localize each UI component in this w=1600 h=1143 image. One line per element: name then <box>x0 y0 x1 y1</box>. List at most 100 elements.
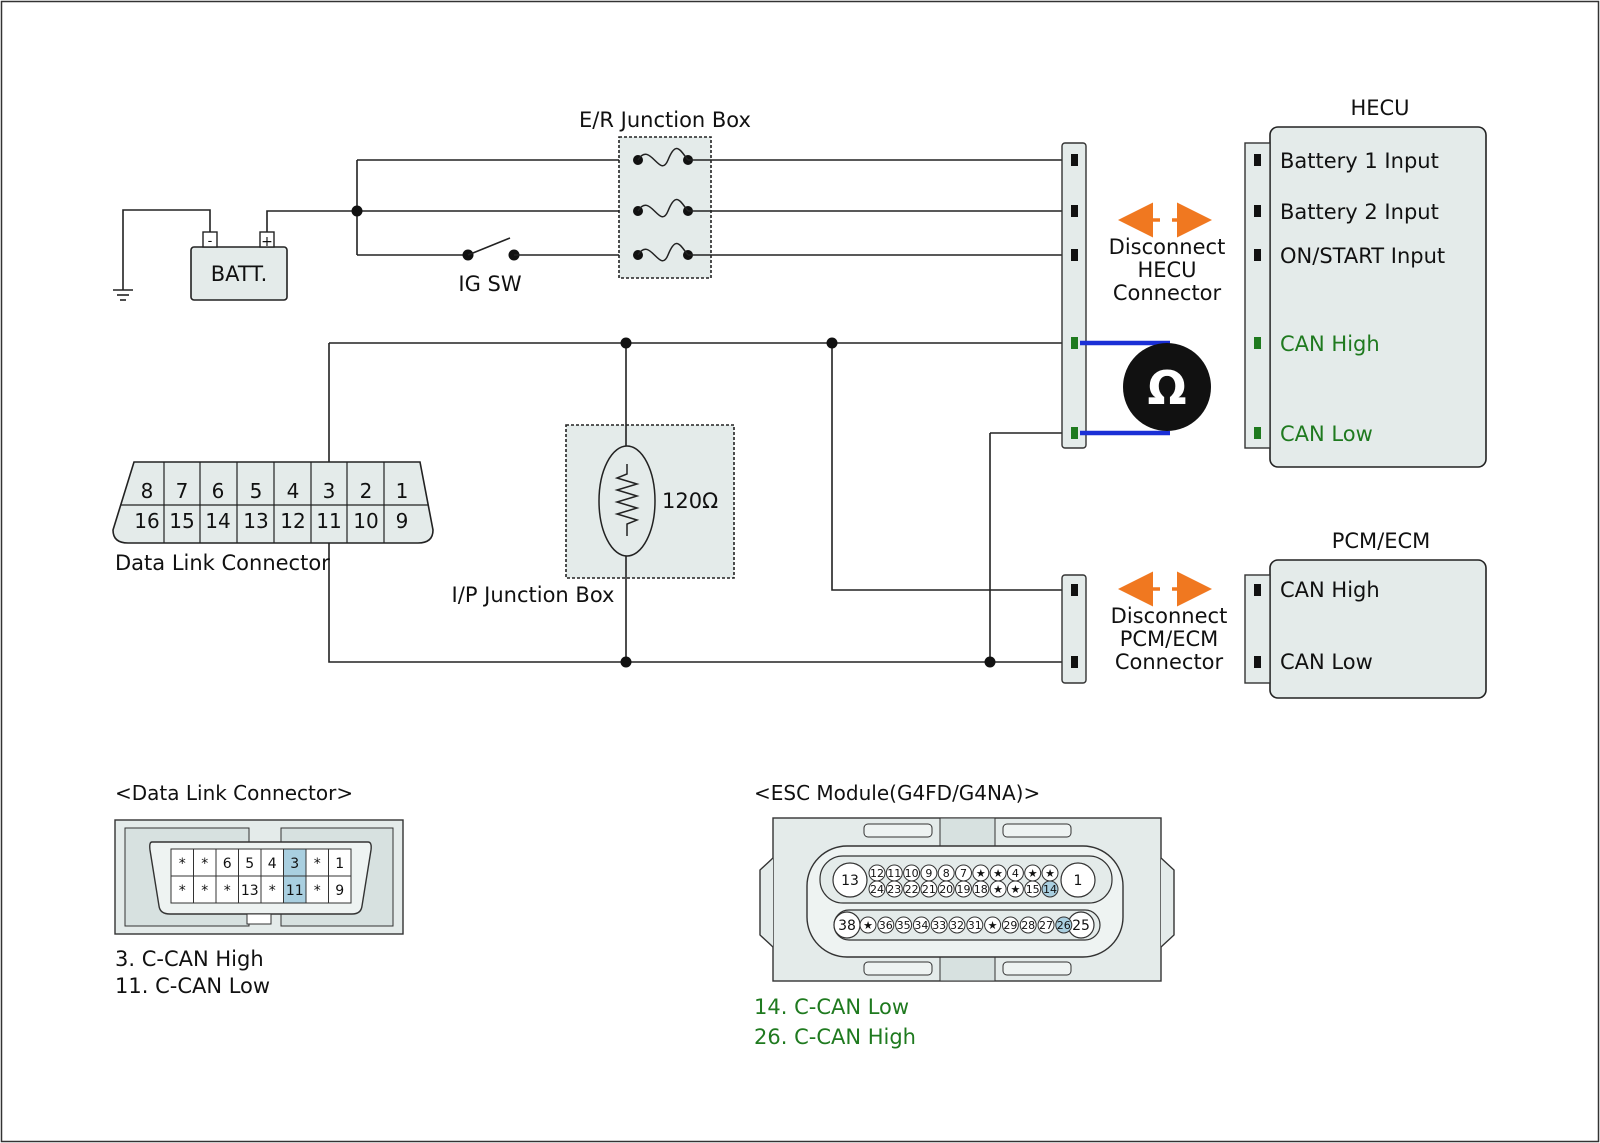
esc-pin-4: 4 <box>1012 867 1019 880</box>
battery-circuit: - + BATT. <box>113 209 357 301</box>
dlc-detail-pin-1: 1 <box>335 856 344 872</box>
dlc-detail-pin-empty: * <box>224 883 231 899</box>
splice-dot <box>351 205 363 217</box>
esc-pin-star: ★ <box>1028 867 1038 880</box>
hecu-harness-pin <box>1071 205 1078 217</box>
esc-pin-10: 10 <box>905 867 919 880</box>
esc-pin-8: 8 <box>943 867 950 880</box>
disconnect-hecu-line1: Disconnect <box>1109 235 1226 259</box>
hecu-harness-pin <box>1071 154 1078 166</box>
ohmmeter: Ω <box>1080 340 1211 436</box>
esc-pin-19: 19 <box>957 883 971 896</box>
splice-dot <box>620 337 632 349</box>
hecu-pin-label: ON/START Input <box>1280 244 1445 268</box>
pcm-pin <box>1254 656 1261 668</box>
dlc-pin-11: 11 <box>316 509 341 533</box>
dlc-detail-pin-3: 3 <box>290 856 299 872</box>
esc-pin-35: 35 <box>897 919 911 932</box>
pcm-pin-label: CAN High <box>1280 578 1380 602</box>
esc-pin-27: 27 <box>1039 919 1053 932</box>
esc-small-pin <box>868 880 886 898</box>
esc-small-pin <box>966 916 984 934</box>
disconnect-hecu-line3: Connector <box>1113 281 1222 305</box>
battery-label: BATT. <box>211 262 268 286</box>
esc-small-pin <box>1024 880 1042 898</box>
esc-pin-15: 15 <box>1026 883 1040 896</box>
esc-pin-star: ★ <box>976 867 986 880</box>
esc-small-pin <box>989 880 1007 898</box>
pcm-pin-label: CAN Low <box>1280 650 1373 674</box>
esc-pin-star: ★ <box>863 919 873 932</box>
esc-small-pin <box>937 880 955 898</box>
hecu-harness-pins <box>1071 154 1078 439</box>
hecu-pin <box>1254 337 1261 349</box>
esc-detail-title: <ESC Module(G4FD/G4NA)> <box>754 781 1040 805</box>
esc-pin-31: 31 <box>968 919 982 932</box>
esc-pin-star: ★ <box>1045 867 1055 880</box>
hecu-harness-pin <box>1071 249 1078 261</box>
ip-junction-box-label: I/P Junction Box <box>452 583 615 607</box>
esc-pin-7: 7 <box>960 867 967 880</box>
esc-pin-18: 18 <box>974 883 988 896</box>
dlc-detail-pin-empty: * <box>314 883 321 899</box>
dlc-pin-6: 6 <box>212 479 225 503</box>
esc-small-pin <box>972 880 990 898</box>
esc-pin-25: 25 <box>1072 918 1090 934</box>
esc-pin-1: 1 <box>1074 873 1083 889</box>
esc-pin-20: 20 <box>939 883 953 896</box>
ip-junction-box: 120Ω I/P Junction Box <box>452 424 735 607</box>
dlc-detail-pin-empty: * <box>201 883 208 899</box>
esc-note-2: 26. C-CAN High <box>754 1025 916 1049</box>
dlc-detail-title: <Data Link Connector> <box>115 781 353 805</box>
hecu-harness-pin <box>1071 337 1078 349</box>
disconnect-hecu-indicator: Disconnect HECU Connector <box>1109 202 1226 305</box>
dlc-detail-pin-5: 5 <box>245 856 254 872</box>
esc-small-pin <box>984 916 1002 934</box>
resistor-icon <box>614 464 640 536</box>
esc-small-pin <box>955 880 972 898</box>
esc-large-pin <box>1060 862 1096 898</box>
splice-dot <box>620 656 632 668</box>
dlc-pin-10: 10 <box>353 509 378 533</box>
esc-small-pin <box>1001 916 1019 934</box>
esc-pin-9: 9 <box>925 867 932 880</box>
splice-dot <box>984 656 996 668</box>
disconnect-pcm-indicator: Disconnect PCM/ECM Connector <box>1111 571 1227 674</box>
data-link-connector-label: Data Link Connector <box>115 551 330 575</box>
esc-small-pin <box>1041 880 1059 898</box>
esc-small-pin <box>930 916 948 934</box>
esc-pin-26: 26 <box>1057 919 1071 932</box>
esc-pin-star: ★ <box>988 919 998 932</box>
dlc-detail-pin-11: 11 <box>286 883 304 899</box>
dlc-pin-4: 4 <box>287 479 300 503</box>
hecu-pin <box>1254 154 1261 166</box>
dlc-detail-pin-13: 13 <box>241 883 259 899</box>
pcm-ecm-title: PCM/ECM <box>1332 529 1431 553</box>
hecu-harness-pin <box>1071 427 1078 439</box>
esc-small-pin <box>912 916 930 934</box>
dlc-note-2: 11. C-CAN Low <box>115 974 270 998</box>
dlc-pin-1: 1 <box>396 479 409 503</box>
pcm-harness-pin <box>1071 656 1078 668</box>
dlc-pin-13: 13 <box>243 509 268 533</box>
esc-note-1: 14. C-CAN Low <box>754 995 909 1019</box>
dlc-detail-pin-empty: * <box>269 883 276 899</box>
battery-minus-terminal <box>202 231 218 248</box>
disconnect-hecu-line2: HECU <box>1137 258 1196 282</box>
ig-switch-label: IG SW <box>458 272 521 296</box>
esc-pin-star: ★ <box>993 883 1003 896</box>
dlc-pin-7: 7 <box>176 479 189 503</box>
pcm-harness-pin <box>1071 584 1078 596</box>
esc-pin-21: 21 <box>922 883 936 896</box>
pcm-harness-connector[interactable] <box>1061 574 1087 684</box>
hecu-harness-connector[interactable] <box>1061 142 1087 449</box>
esc-pin-star: ★ <box>1010 883 1020 896</box>
